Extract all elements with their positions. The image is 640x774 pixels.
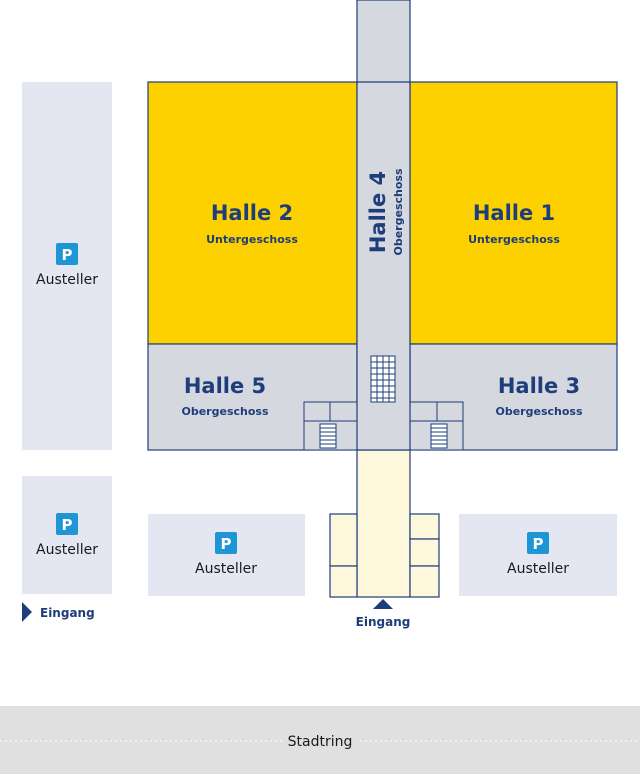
road-label-bg — [285, 730, 357, 752]
hall-1-title: Halle 1 — [473, 201, 555, 225]
hall-4-level: Obergeschoss — [392, 168, 405, 255]
hall-3-level: Obergeschoss — [496, 405, 583, 418]
hall-5[interactable]: Halle 5 Obergeschoss — [147, 343, 358, 451]
parking-icon — [56, 243, 78, 265]
parking-area-left-small[interactable]: P Austeller — [22, 476, 112, 594]
parking-label: Austeller — [507, 561, 569, 577]
road-label: Stadtring — [288, 734, 353, 750]
parking-icon-letter: P — [221, 535, 232, 553]
hall-2[interactable]: Halle 2 Untergeschoss — [147, 81, 358, 345]
main-entrance-label: Eingang — [356, 615, 411, 629]
hall-5-level: Obergeschoss — [182, 405, 269, 418]
parking-label: Austeller — [36, 272, 98, 288]
hall-1-level: Untergeschoss — [468, 233, 560, 246]
parking-label: Austeller — [36, 542, 98, 558]
parking-icon-letter: P — [533, 535, 544, 553]
parking-area-center-left[interactable]: P Austeller — [148, 514, 305, 596]
hall-4[interactable]: Halle 4 Obergeschoss — [356, 0, 411, 451]
hall-5-room — [303, 401, 331, 422]
road: Stadtring — [0, 706, 640, 774]
side-entrance-label: Eingang — [40, 606, 95, 620]
hall-3[interactable]: Halle 3 Obergeschoss — [409, 343, 618, 451]
entrance-building — [329, 449, 440, 598]
main-entrance[interactable]: Eingang — [356, 599, 411, 629]
hall-3-room — [436, 401, 464, 422]
parking-area-left-tall[interactable]: P Austeller — [22, 82, 112, 450]
triangle-right-icon — [22, 602, 32, 622]
hall-2-title: Halle 2 — [211, 201, 293, 225]
triangle-up-icon — [373, 599, 393, 609]
stairs-icon — [319, 423, 337, 449]
hall-3-room — [409, 401, 438, 422]
parking-icon-letter: P — [62, 246, 73, 264]
stairs-icon — [430, 423, 448, 449]
hall-1[interactable]: Halle 1 Untergeschoss — [409, 81, 618, 345]
parking-icon-letter: P — [62, 516, 73, 534]
parking-icon — [215, 532, 237, 554]
hall-5-title: Halle 5 — [184, 374, 266, 398]
hall-4-title: Halle 4 — [366, 171, 390, 253]
parking-icon — [527, 532, 549, 554]
parking-label: Austeller — [195, 561, 257, 577]
hall-3-title: Halle 3 — [498, 374, 580, 398]
parking-icon — [56, 513, 78, 535]
hall-2-level: Untergeschoss — [206, 233, 298, 246]
hall-5-room — [329, 401, 358, 422]
escalator-icon — [370, 355, 396, 403]
parking-area-right[interactable]: P Austeller — [459, 514, 617, 596]
side-entrance[interactable]: Eingang — [22, 602, 95, 622]
